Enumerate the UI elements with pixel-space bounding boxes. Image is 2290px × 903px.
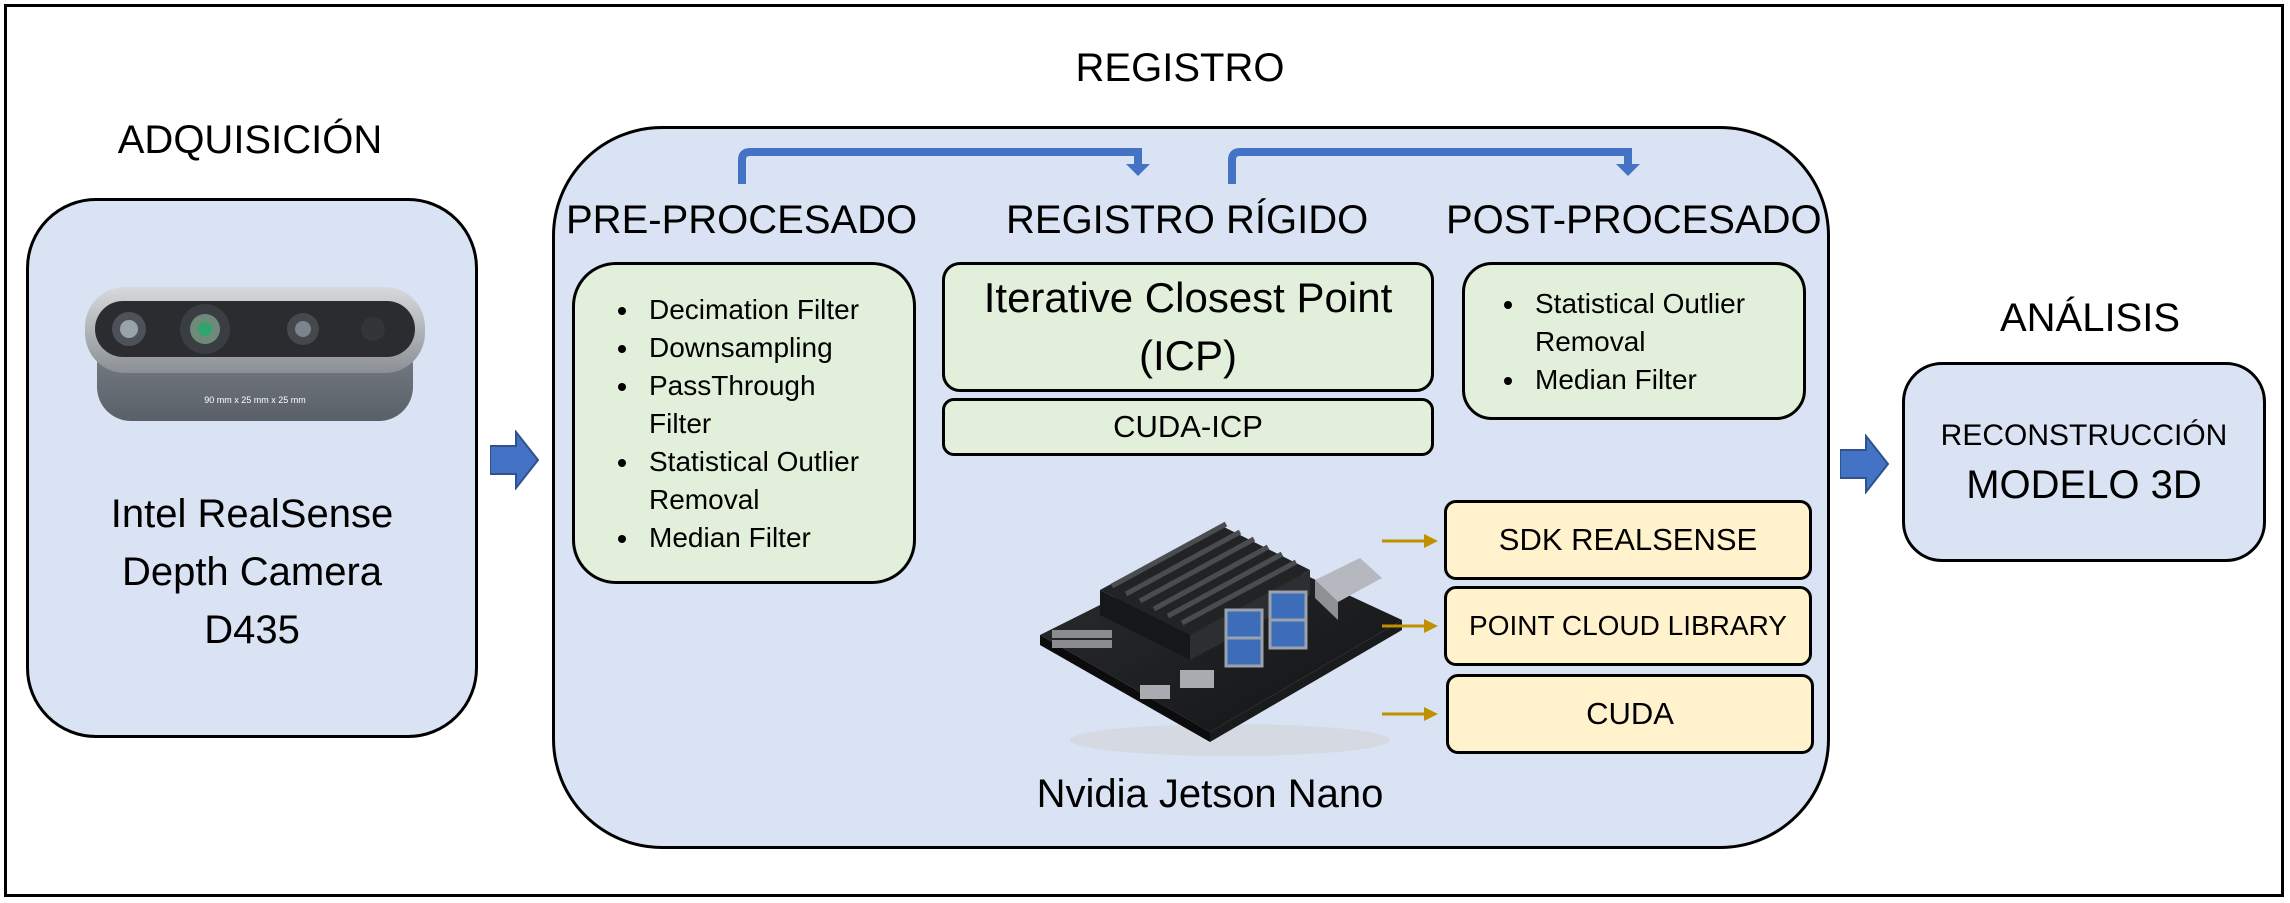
arrow-right-icon <box>1382 707 1438 721</box>
icp-line2: (ICP) <box>1139 332 1237 379</box>
list-item: Statistical Outlier Removal <box>641 443 879 519</box>
camera-name-line1: Intel RealSense <box>110 492 394 536</box>
adquisicion-box: 90 mm x 25 mm x 25 mm Intel RealSense De… <box>26 198 478 738</box>
analisis-line1: RECONSTRUCCIÓN <box>1940 419 2228 452</box>
jetson-nano-label: Nvidia Jetson Nano <box>1036 772 1384 816</box>
analisis-title: ANÁLISIS <box>1999 296 2181 340</box>
flow-arrow-icon <box>490 430 540 490</box>
camera-name-line3: D435 <box>204 608 300 652</box>
sdk-realsense-box: SDK REALSENSE <box>1444 500 1812 580</box>
pre-procesado-box: Decimation Filter Downsampling PassThrou… <box>572 262 916 584</box>
realsense-camera-icon: 90 mm x 25 mm x 25 mm <box>85 287 425 421</box>
camera-dims-label: 90 mm x 25 mm x 25 mm <box>204 395 306 405</box>
list-item: Decimation Filter <box>641 291 913 329</box>
registro-title: REGISTRO <box>1075 46 1285 90</box>
curved-arrow-icon <box>1228 148 1640 184</box>
jetson-nano-board-icon <box>1040 521 1402 756</box>
arrow-right-icon <box>1382 619 1438 633</box>
list-item: Median Filter <box>641 519 913 557</box>
icp-line1: Iterative Closest Point <box>983 274 1393 321</box>
arrow-right-icon <box>1382 534 1438 548</box>
pre-procesado-title: PRE-PROCESADO <box>566 198 918 242</box>
adquisicion-title: ADQUISICIÓN <box>117 118 383 162</box>
analisis-line2: MODELO 3D <box>1966 463 2202 507</box>
flow-arrow-icon <box>1840 434 1890 494</box>
list-item: Downsampling <box>641 329 913 367</box>
cuda-box: CUDA <box>1446 674 1814 754</box>
list-item: Median Filter <box>1527 361 1803 399</box>
cuda-icp-label: CUDA-ICP <box>1113 409 1263 444</box>
camera-name-line2: Depth Camera <box>121 550 383 594</box>
post-procesado-title: POST-PROCESADO <box>1446 198 1822 242</box>
cuda-icp-box: CUDA-ICP <box>942 398 1434 456</box>
registro-rigido-title: REGISTRO RÍGIDO <box>1006 198 1369 242</box>
list-item: Statistical Outlier Removal <box>1527 285 1765 361</box>
icp-box: Iterative Closest Point (ICP) <box>942 262 1434 392</box>
curved-arrow-icon <box>738 148 1150 184</box>
list-item: PassThrough Filter <box>641 367 829 443</box>
cuda-label: CUDA <box>1586 696 1674 731</box>
post-procesado-box: Statistical Outlier Removal Median Filte… <box>1462 262 1806 420</box>
sdk-realsense-label: SDK REALSENSE <box>1498 522 1758 557</box>
diagram-frame <box>4 4 2284 897</box>
point-cloud-library-box: POINT CLOUD LIBRARY <box>1444 586 1812 666</box>
analisis-box: RECONSTRUCCIÓN MODELO 3D <box>1902 362 2266 562</box>
point-cloud-library-label: POINT CLOUD LIBRARY <box>1469 610 1787 641</box>
